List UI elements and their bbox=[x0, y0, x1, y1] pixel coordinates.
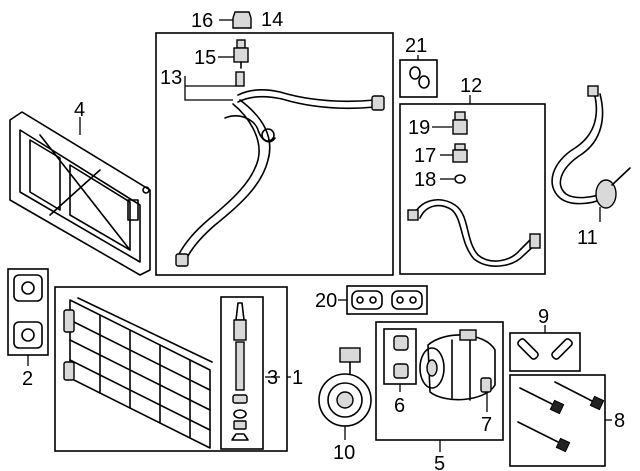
o-ring-set-2-part bbox=[13, 274, 43, 349]
callout-18: 18 bbox=[414, 169, 436, 191]
box-hose-assembly-14 bbox=[155, 32, 394, 276]
discharge-hose-part bbox=[551, 85, 631, 209]
callout-11: 11 bbox=[577, 227, 598, 249]
suction-discharge-hose-part bbox=[175, 71, 385, 267]
callout-21: 21 bbox=[405, 35, 427, 57]
callout-5: 5 bbox=[434, 453, 445, 471]
callout-8: 8 bbox=[614, 410, 625, 432]
callout-19: 19 bbox=[408, 117, 430, 139]
drier-part bbox=[231, 302, 249, 441]
callout-9: 9 bbox=[538, 306, 549, 328]
o-ring-kit-6-part bbox=[393, 335, 409, 379]
box-hose-12 bbox=[399, 103, 546, 275]
callout-13: 13 bbox=[160, 67, 182, 89]
callout-16: 16 bbox=[191, 10, 213, 32]
callout-4: 4 bbox=[74, 99, 85, 121]
callout-1: 1 bbox=[292, 367, 303, 389]
bolt-set-8-part bbox=[517, 381, 605, 453]
relief-valve-part bbox=[480, 377, 492, 393]
valve-core-part bbox=[452, 143, 468, 163]
callout-14: 14 bbox=[261, 9, 283, 31]
pressure-switch-part bbox=[452, 111, 468, 135]
callout-2: 2 bbox=[22, 368, 33, 390]
callout-10: 10 bbox=[333, 442, 355, 464]
callout-17: 17 bbox=[414, 145, 436, 167]
box-seal-kit-21 bbox=[399, 59, 438, 98]
box-drier-3 bbox=[220, 296, 264, 450]
condenser-part bbox=[63, 297, 213, 449]
callout-20: 20 bbox=[315, 290, 337, 312]
charge-valve-part bbox=[233, 39, 249, 69]
callout-6: 6 bbox=[394, 395, 405, 417]
callout-15: 15 bbox=[194, 47, 216, 69]
stud-set-9-part bbox=[517, 338, 573, 360]
leader-lines bbox=[27, 19, 612, 452]
callout-7: 7 bbox=[481, 414, 492, 436]
liquid-line-hose-part bbox=[407, 199, 541, 267]
callout-3: 3 bbox=[267, 367, 278, 389]
seal-kit-part bbox=[409, 66, 430, 89]
callout-labels: 16 14 15 13 21 12 19 17 18 4 11 2 3 1 20… bbox=[22, 9, 625, 471]
compressor-part bbox=[419, 329, 496, 401]
box-bolts-8 bbox=[509, 374, 606, 467]
box-condenser-1 bbox=[54, 286, 288, 452]
service-cap-part bbox=[232, 11, 252, 29]
callout-12: 12 bbox=[460, 75, 482, 97]
compressor-clutch-part bbox=[318, 347, 372, 427]
seal-kit-20-part bbox=[351, 290, 423, 310]
o-ring-18-part bbox=[454, 174, 466, 184]
fan-shroud-part bbox=[9, 111, 151, 276]
